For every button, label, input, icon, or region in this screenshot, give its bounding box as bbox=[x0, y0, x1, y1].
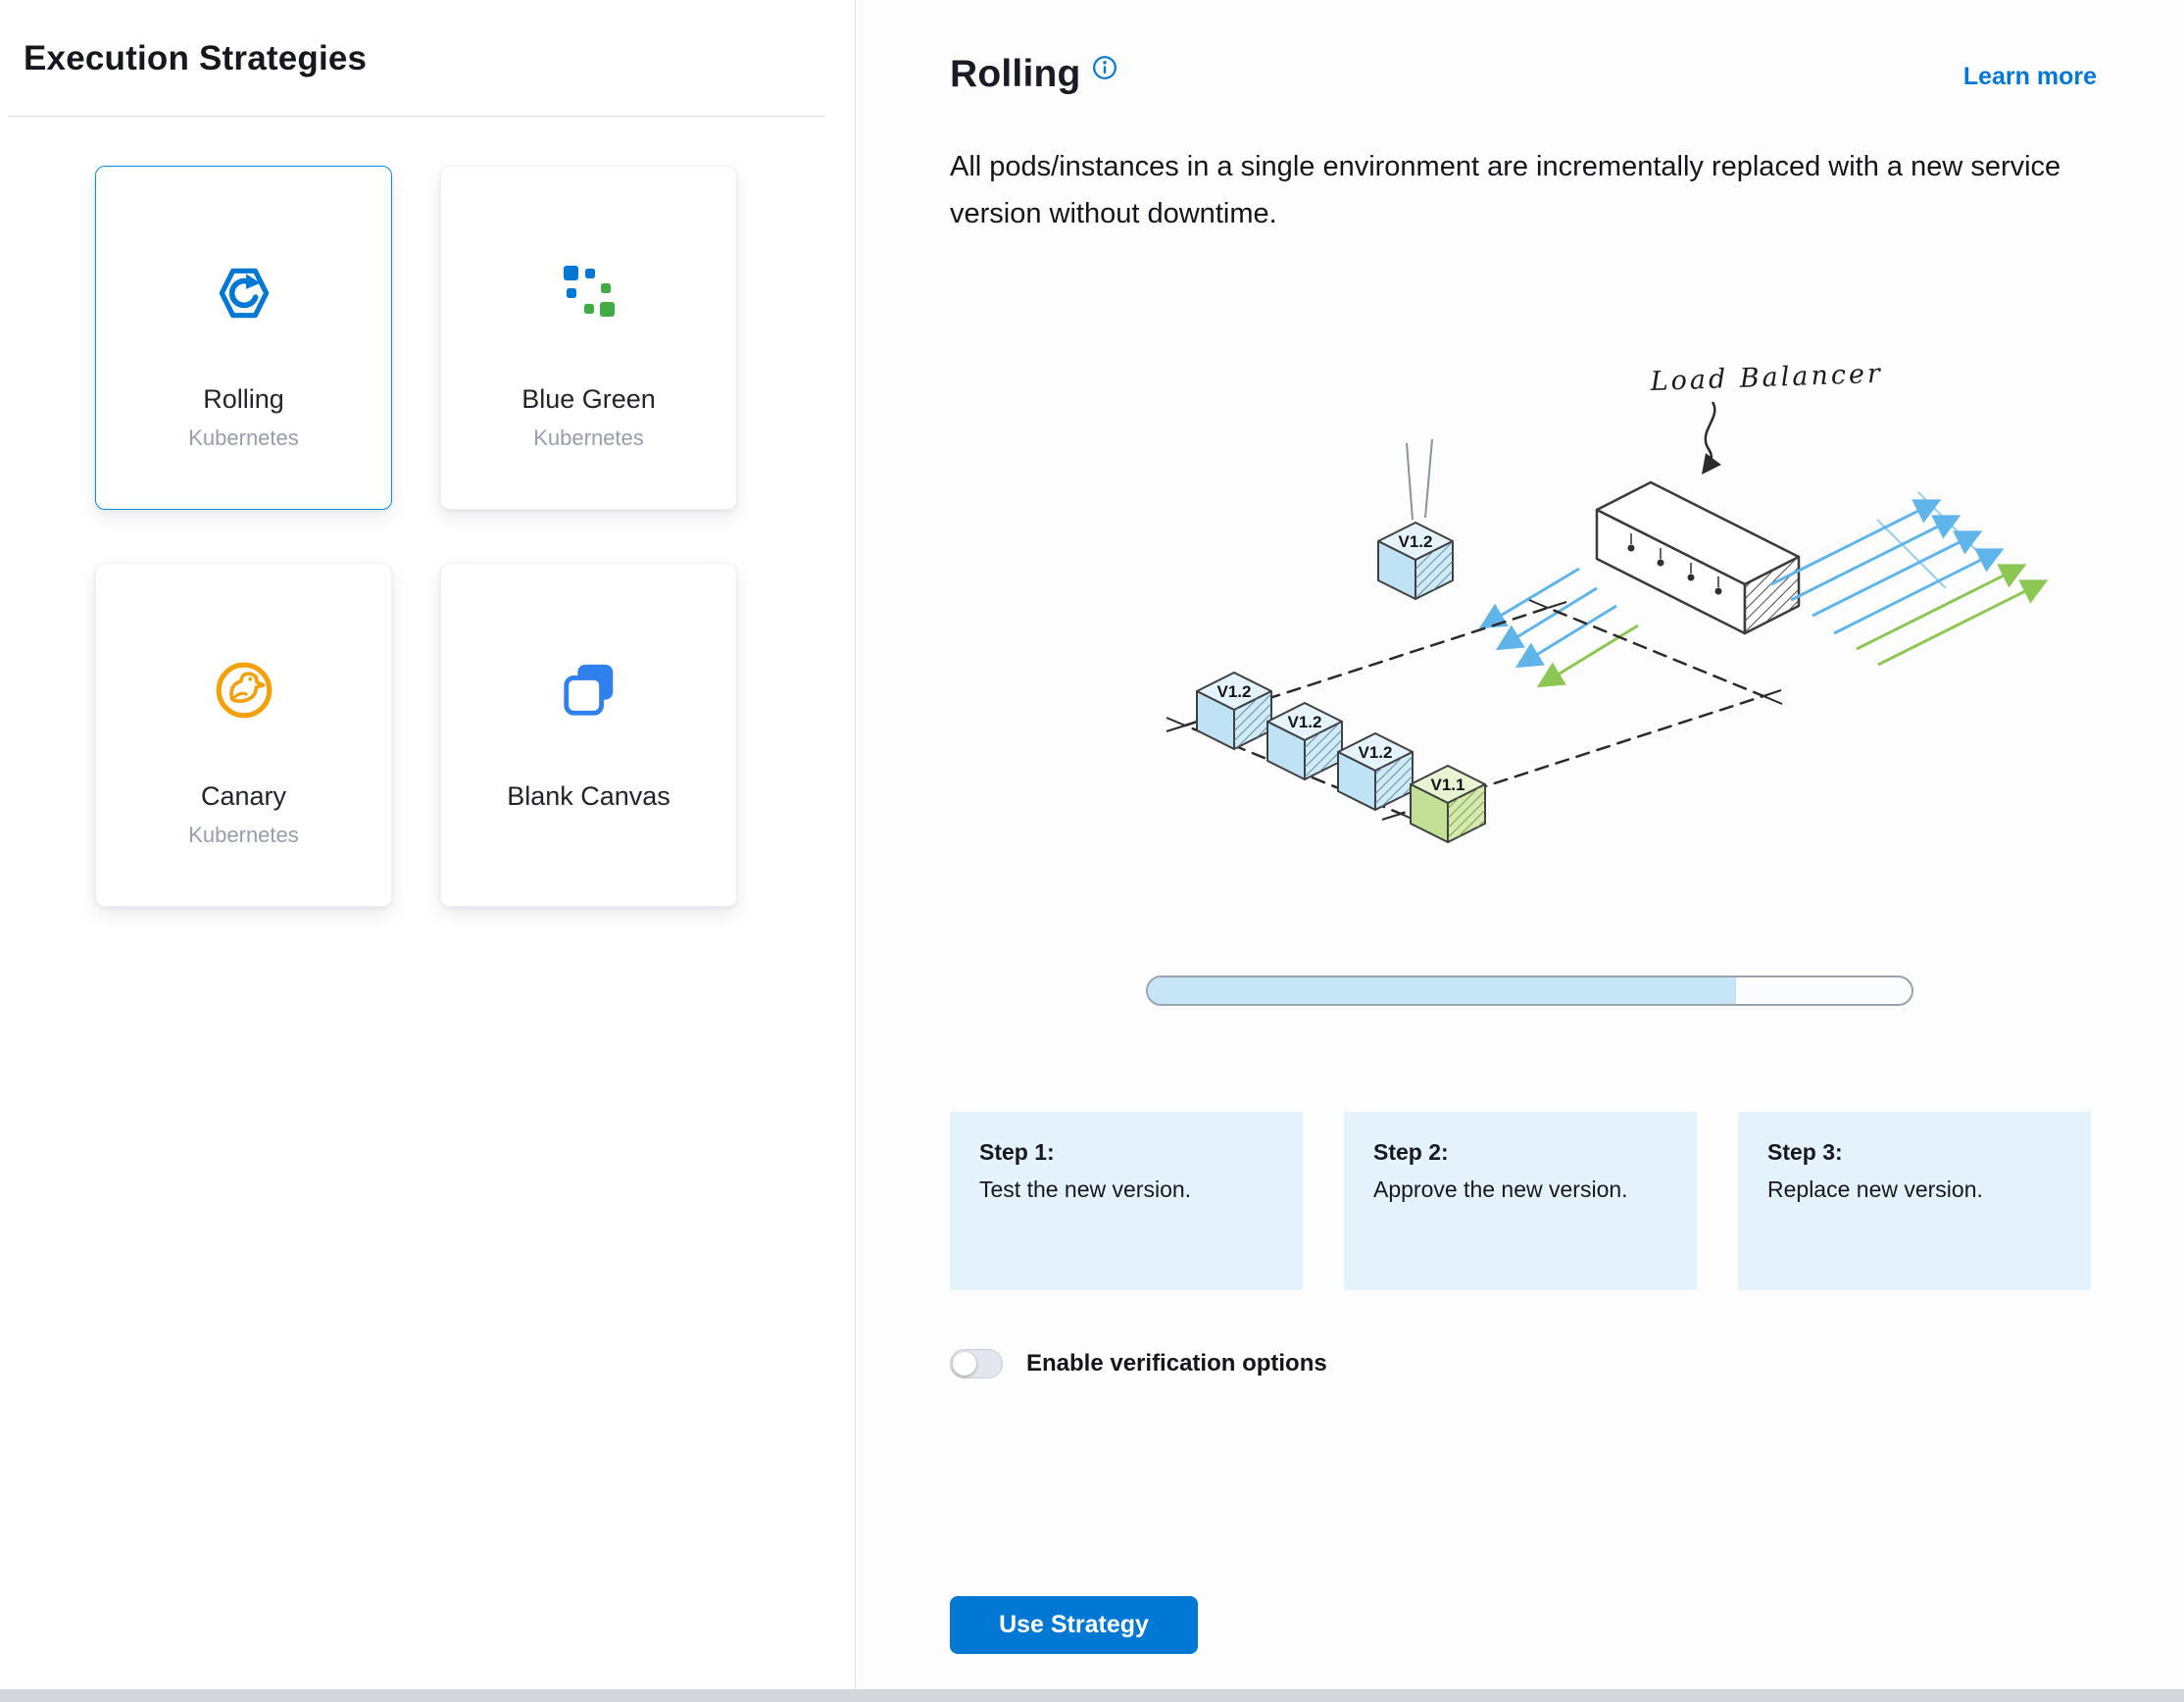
pod-cube-old-version: V1.1 bbox=[1410, 765, 1486, 843]
strategy-card-sublabel: Kubernetes bbox=[533, 426, 644, 450]
rolling-strategy-illustration: Load Balancer bbox=[1136, 353, 2097, 926]
strategy-card-label: Rolling bbox=[203, 384, 284, 414]
pod-version-label: V1.1 bbox=[1431, 776, 1465, 794]
toggle-knob bbox=[953, 1352, 976, 1376]
progress-fill bbox=[1148, 977, 1736, 1004]
step-card-2: Step 2: Approve the new version. bbox=[1344, 1112, 1697, 1290]
outgoing-traffic-arrows bbox=[1478, 567, 1639, 688]
pod-cube: V1.2 bbox=[1337, 732, 1414, 811]
strategy-card-blue-green[interactable]: Blue Green Kubernetes bbox=[440, 166, 737, 510]
incoming-traffic-arrows bbox=[1770, 491, 2049, 667]
load-balancer-sketch bbox=[1595, 480, 1801, 635]
verification-toggle-label: Enable verification options bbox=[1026, 1350, 1327, 1377]
pod-version-label: V1.2 bbox=[1288, 713, 1322, 731]
pod-cube-incoming: V1.2 bbox=[1377, 522, 1454, 600]
strategy-detail-panel: Rolling Learn more All pods/instances in… bbox=[856, 0, 2184, 1702]
strategy-card-canary[interactable]: Canary Kubernetes bbox=[95, 563, 392, 907]
blank-canvas-icon bbox=[559, 658, 620, 723]
step-text: Test the new version. bbox=[979, 1176, 1192, 1202]
sidebar-divider bbox=[8, 116, 825, 117]
strategy-steps: Step 1: Test the new version. Step 2: Ap… bbox=[950, 1112, 2097, 1290]
use-strategy-button[interactable]: Use Strategy bbox=[950, 1596, 1198, 1654]
rolling-icon bbox=[212, 261, 276, 325]
verification-toggle-row: Enable verification options bbox=[950, 1349, 2097, 1378]
load-balancer-label: Load Balancer bbox=[1649, 359, 1883, 397]
step-text: Replace new version. bbox=[1767, 1176, 1983, 1202]
blue-green-icon bbox=[558, 261, 620, 325]
verification-toggle[interactable] bbox=[950, 1349, 1003, 1378]
pod-cube: V1.2 bbox=[1196, 672, 1272, 750]
strategy-card-blank-canvas[interactable]: Blank Canvas bbox=[440, 563, 737, 907]
crane-lines bbox=[1406, 438, 1433, 521]
sidebar-title: Execution Strategies bbox=[24, 39, 368, 77]
strategy-card-grid: Rolling Kubernetes Blue Green Kubernetes bbox=[95, 166, 855, 907]
pod-version-label: V1.2 bbox=[1399, 532, 1433, 551]
info-icon[interactable] bbox=[1092, 55, 1117, 85]
pod-cube: V1.2 bbox=[1266, 702, 1343, 780]
step-title: Step 2: bbox=[1373, 1139, 1449, 1165]
strategy-card-label: Blank Canvas bbox=[507, 781, 670, 811]
label-pointer-arrow bbox=[1701, 401, 1722, 475]
strategy-card-label: Blue Green bbox=[521, 384, 656, 414]
learn-more-link[interactable]: Learn more bbox=[1962, 63, 2097, 90]
step-title: Step 3: bbox=[1767, 1139, 1843, 1165]
strategy-card-sublabel: Kubernetes bbox=[188, 823, 299, 847]
pod-version-label: V1.2 bbox=[1359, 743, 1393, 762]
detail-title: Rolling bbox=[950, 53, 1081, 95]
strategies-sidebar: Execution Strategies Rolling Kubernetes bbox=[0, 0, 856, 1702]
step-text: Approve the new version. bbox=[1373, 1176, 1628, 1202]
step-card-1: Step 1: Test the new version. bbox=[950, 1112, 1303, 1290]
canary-icon bbox=[212, 658, 276, 723]
bottom-strip bbox=[0, 1689, 2184, 1702]
step-title: Step 1: bbox=[979, 1139, 1055, 1165]
rollout-progress-bar bbox=[1146, 976, 1913, 1006]
detail-header: Rolling Learn more bbox=[950, 53, 2097, 96]
strategy-card-sublabel: Kubernetes bbox=[188, 426, 299, 450]
strategy-card-label: Canary bbox=[200, 781, 287, 811]
pod-version-label: V1.2 bbox=[1217, 682, 1252, 701]
step-card-3: Step 3: Replace new version. bbox=[1738, 1112, 2091, 1290]
strategy-card-rolling[interactable]: Rolling Kubernetes bbox=[95, 166, 392, 510]
strategy-description: All pods/instances in a single environme… bbox=[950, 151, 2061, 229]
